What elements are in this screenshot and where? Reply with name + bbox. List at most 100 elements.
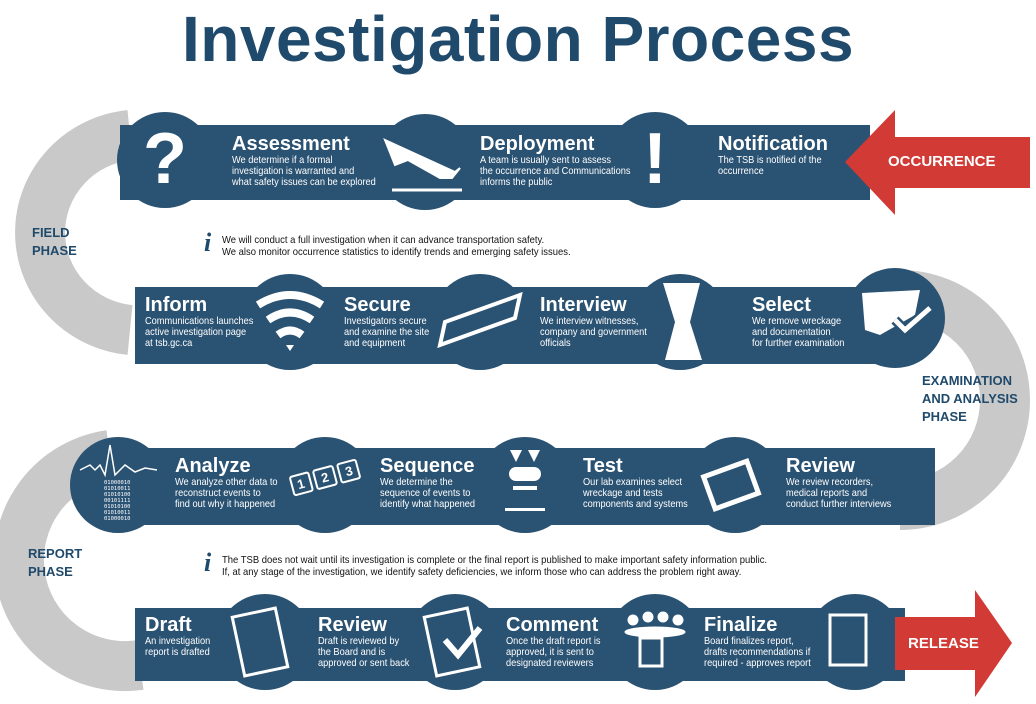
step-desc: approved or sent back bbox=[318, 657, 410, 669]
final-report-icon bbox=[828, 613, 868, 667]
step-desc: find out why it happened bbox=[175, 498, 276, 510]
step-desc: officials bbox=[540, 337, 571, 349]
step-desc: Communications launches bbox=[145, 315, 254, 327]
step-desc: and documentation bbox=[752, 326, 831, 338]
checkmark-wreckage-icon bbox=[862, 290, 934, 337]
step-desc: We determine the bbox=[380, 476, 453, 488]
release-arrow bbox=[895, 590, 1012, 697]
step-title: Sequence bbox=[380, 455, 475, 477]
page-title: Investigation Process bbox=[181, 3, 855, 75]
step-desc: identify what happened bbox=[380, 498, 476, 510]
step-desc: the occurrence and Communications bbox=[480, 165, 631, 177]
step-desc: Investigators secure bbox=[344, 315, 427, 327]
step-desc: required - approves report bbox=[704, 657, 811, 669]
report-phase-curve bbox=[0, 430, 144, 692]
step-desc: investigation is warranted and bbox=[232, 165, 355, 177]
document-icon bbox=[230, 606, 290, 678]
step-title: Secure bbox=[344, 294, 411, 316]
phase-line: PHASE bbox=[28, 564, 73, 579]
question-icon: ? bbox=[143, 119, 187, 199]
step-desc: Our lab examines select bbox=[583, 476, 683, 488]
occurrence-label: OCCURRENCE bbox=[888, 153, 996, 170]
lab-test-icon bbox=[505, 450, 545, 511]
phase-line: AND ANALYSIS bbox=[922, 391, 1018, 406]
step-desc: designated reviewers bbox=[506, 657, 594, 669]
field-phase-label: FIELD PHASE bbox=[32, 224, 77, 260]
release-label: RELEASE bbox=[908, 635, 979, 652]
step-desc: A team is usually sent to assess bbox=[480, 154, 611, 166]
step-title: Review bbox=[318, 614, 387, 636]
step-desc: The TSB is notified of the bbox=[718, 154, 822, 166]
phase-line: PHASE bbox=[922, 409, 967, 424]
binary-line: 01010100 bbox=[104, 492, 131, 498]
step-desc: report is drafted bbox=[145, 646, 210, 658]
step-desc: approved, it is sent to bbox=[506, 646, 594, 658]
step-desc: Board finalizes report, bbox=[704, 635, 794, 647]
occurrence-arrow bbox=[845, 110, 1030, 215]
faces-speech-icon bbox=[663, 283, 702, 360]
info-line: The TSB does not wait until its investig… bbox=[222, 554, 768, 566]
step-title: Analyze bbox=[175, 455, 251, 477]
info-icon: i bbox=[204, 228, 212, 257]
info-note-2: The TSB does not wait until its investig… bbox=[222, 554, 767, 578]
step-title: Notification bbox=[718, 133, 828, 155]
binary-line: 01000010 bbox=[104, 480, 131, 486]
phase-line: FIELD bbox=[32, 225, 70, 240]
info-line: We will conduct a full investigation whe… bbox=[222, 234, 545, 246]
binary-line: 01010100 bbox=[104, 504, 131, 510]
binary-line: 01010011 bbox=[104, 510, 131, 516]
step-desc: components and systems bbox=[583, 498, 688, 510]
step-desc: We determine if a formal bbox=[232, 154, 333, 166]
step-desc: at tsb.gc.ca bbox=[145, 337, 193, 349]
exam-phase-curve bbox=[899, 270, 1030, 530]
binary-line: 01000010 bbox=[104, 516, 131, 522]
document-check-icon bbox=[422, 606, 483, 678]
step-desc: wreckage and tests bbox=[583, 487, 663, 499]
exclamation-icon: ! bbox=[643, 119, 667, 199]
barrier-icon bbox=[437, 291, 523, 349]
step-desc: Once the draft report is bbox=[506, 635, 601, 647]
reviewers-icon bbox=[624, 611, 686, 668]
step-desc: occurrence bbox=[718, 165, 764, 177]
step-title: Test bbox=[583, 455, 623, 477]
wifi-icon bbox=[255, 291, 325, 339]
step-desc: active investigation page bbox=[145, 326, 247, 338]
step-desc: conduct further interviews bbox=[786, 498, 892, 510]
info-line: If, at any stage of the investigation, w… bbox=[222, 566, 742, 578]
folder-icon bbox=[700, 457, 762, 513]
step-desc: sequence of events to bbox=[380, 487, 471, 499]
step-desc: We remove wreckage bbox=[752, 315, 842, 327]
info-icon: i bbox=[204, 548, 212, 577]
step-desc: informs the public bbox=[480, 176, 553, 188]
step-desc: medical reports and bbox=[786, 487, 868, 499]
binary-line: 01010011 bbox=[104, 486, 131, 492]
binary-line: 00101111 bbox=[104, 498, 131, 504]
step-desc: An investigation bbox=[145, 635, 211, 647]
step-title: Select bbox=[752, 294, 811, 316]
phase-line: PHASE bbox=[32, 243, 77, 258]
airplane-icon bbox=[383, 138, 461, 179]
step-desc: We review recorders, bbox=[786, 476, 874, 488]
step-desc: We interview witnesses, bbox=[540, 315, 639, 327]
step-desc: what safety issues can be explored bbox=[232, 176, 376, 188]
info-note-1: We will conduct a full investigation whe… bbox=[222, 234, 571, 258]
step-title: Comment bbox=[506, 614, 599, 636]
step-title: Assessment bbox=[232, 133, 350, 155]
step-title: Finalize bbox=[704, 614, 778, 636]
